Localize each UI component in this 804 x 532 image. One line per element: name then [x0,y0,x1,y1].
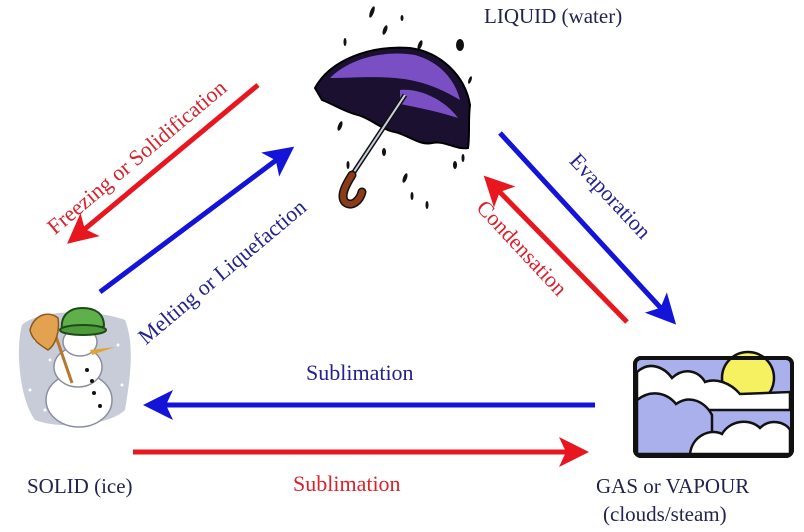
evaporation-arrow [498,131,677,325]
clouds-sun-icon [633,350,794,458]
sublimation-gas-to-solid-label: Sublimation [306,360,414,385]
melting-arrow [98,146,295,295]
umbrella-rain-icon [313,6,472,209]
sublimation-solid-to-gas-label: Sublimation [293,471,401,496]
solid-state-label: SOLID (ice) [27,474,133,498]
snowman-icon [18,306,131,428]
liquid-state-label: LIQUID (water) [484,4,623,28]
freezing-arrow [67,83,260,244]
gas-state-label: GAS or VAPOUR [596,474,750,498]
gas-state-sublabel: (clouds/steam) [603,502,727,526]
condensation-arrow [483,175,629,324]
